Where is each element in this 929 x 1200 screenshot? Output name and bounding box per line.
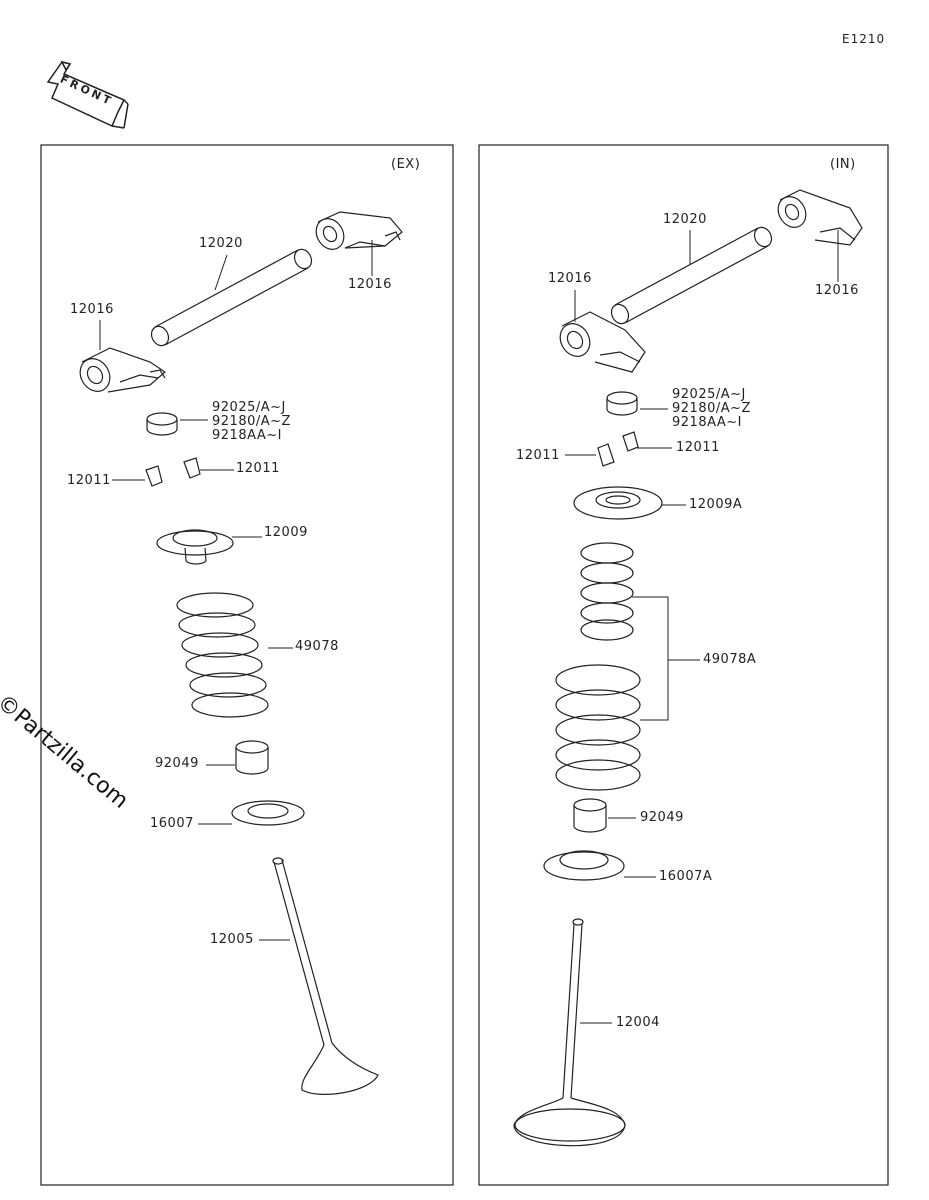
ex-panel-frame bbox=[40, 144, 454, 1186]
in-shim-label-3: 9218AA~I bbox=[672, 415, 742, 430]
ex-valve-label: 12005 bbox=[210, 932, 254, 947]
in-rocker-shaft-label: 12020 bbox=[663, 212, 707, 227]
in-cotter-left-label: 12011 bbox=[516, 448, 560, 463]
ex-spring-label: 49078 bbox=[295, 639, 339, 654]
in-leaders bbox=[565, 230, 839, 1024]
in-panel-title: (IN) bbox=[830, 157, 856, 172]
ex-rocker-arm-left bbox=[79, 347, 166, 393]
ex-cotters bbox=[145, 457, 201, 487]
ex-leaders bbox=[99, 240, 373, 941]
in-rocker-arm-top-label: 12016 bbox=[815, 283, 859, 298]
ex-rocker-shaft bbox=[150, 248, 313, 347]
in-spring-inner bbox=[580, 542, 634, 641]
ex-seat-label: 16007 bbox=[150, 816, 194, 831]
ex-retainer bbox=[156, 529, 234, 565]
in-shim bbox=[606, 391, 638, 416]
in-retainer bbox=[573, 486, 663, 520]
in-seal bbox=[573, 798, 607, 833]
in-rocker-shaft bbox=[610, 226, 773, 325]
ex-rocker-arm-top bbox=[315, 211, 403, 250]
ex-shim-label-1: 92025/A~J bbox=[212, 400, 286, 415]
ex-rocker-arm-left-label: 12016 bbox=[70, 302, 114, 317]
ex-seal bbox=[235, 740, 269, 775]
ex-seal-label: 92049 bbox=[155, 756, 199, 771]
in-spring-outer bbox=[555, 664, 641, 791]
diagram-code: E1210 bbox=[842, 32, 886, 46]
in-rocker-arm-left-label: 12016 bbox=[548, 271, 592, 286]
in-seat-label: 16007A bbox=[659, 869, 713, 884]
ex-cotter-left-label: 12011 bbox=[67, 473, 111, 488]
in-rocker-arm-left bbox=[559, 311, 646, 373]
in-retainer-label: 12009A bbox=[689, 497, 743, 512]
in-cotters bbox=[597, 431, 639, 467]
ex-shim-label-3: 9218AA~I bbox=[212, 428, 282, 443]
in-panel-frame bbox=[478, 144, 889, 1186]
in-seat bbox=[543, 850, 625, 881]
ex-panel-title: (EX) bbox=[391, 157, 421, 172]
ex-shim-label-2: 92180/A~Z bbox=[212, 414, 291, 429]
ex-valve bbox=[272, 857, 379, 1095]
ex-rocker-arm-top-label: 12016 bbox=[348, 277, 392, 292]
in-valve bbox=[513, 918, 626, 1147]
in-shim-label-1: 92025/A~J bbox=[672, 387, 746, 402]
ex-retainer-label: 12009 bbox=[264, 525, 308, 540]
in-valve-label: 12004 bbox=[616, 1015, 660, 1030]
in-rocker-arm-top bbox=[777, 189, 863, 246]
in-seal-label: 92049 bbox=[640, 810, 684, 825]
ex-seat bbox=[231, 800, 305, 826]
ex-rocker-shaft-label: 12020 bbox=[199, 236, 243, 251]
front-arrow-icon bbox=[46, 60, 129, 129]
ex-shim bbox=[146, 412, 178, 436]
in-cotter-right-label: 12011 bbox=[676, 440, 720, 455]
ex-cotter-right-label: 12011 bbox=[236, 461, 280, 476]
in-spring-label: 49078A bbox=[703, 652, 757, 667]
ex-spring bbox=[176, 592, 269, 718]
in-shim-label-2: 92180/A~Z bbox=[672, 401, 751, 416]
